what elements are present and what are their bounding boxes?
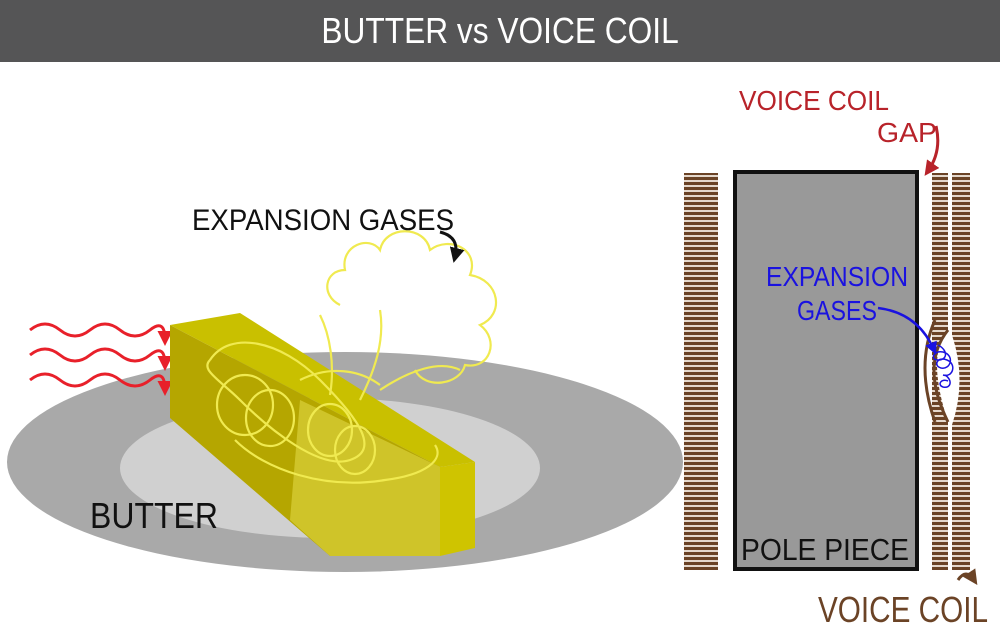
butter-top <box>170 313 475 467</box>
coil-gap-arrow <box>924 125 940 176</box>
heat-wave-2 <box>29 347 173 371</box>
coil-gap-label-line1: VOICE COIL <box>739 85 889 116</box>
right-magnet-plate <box>952 173 970 570</box>
header-bar: BUTTER vs VOICE COIL <box>0 0 1000 62</box>
voice-coil-arrow <box>956 568 978 585</box>
pole-piece <box>733 170 919 571</box>
butter-label: BUTTER <box>90 495 218 536</box>
diagram-title: BUTTER vs VOICE COIL <box>321 10 679 51</box>
butter-block <box>170 313 475 556</box>
coil-expansion-label-line2: GASES <box>797 295 877 326</box>
voice-coil-winding <box>923 173 950 570</box>
pole-piece-label: POLE PIECE <box>741 532 909 567</box>
coil-expansion-label-line1: EXPANSION <box>766 261 908 292</box>
heat-wave-1 <box>29 322 173 346</box>
heat-waves <box>29 322 173 396</box>
butter-expansion-label: EXPANSION GASES <box>192 204 454 237</box>
diagram-canvas: EXPANSION GASES BUTTER POLE PIECE VOICE … <box>7 85 988 630</box>
voice-coil-label: VOICE COIL <box>818 589 988 630</box>
heat-wave-3 <box>29 372 173 396</box>
coil-gap-label-line2: GAP <box>877 117 937 148</box>
coil-gas-bubble <box>932 344 954 389</box>
coil-expansion-arrow <box>877 306 937 355</box>
butter-end <box>440 462 475 556</box>
butter-expansion-arrow <box>439 230 465 263</box>
left-magnet-plate <box>684 173 718 570</box>
